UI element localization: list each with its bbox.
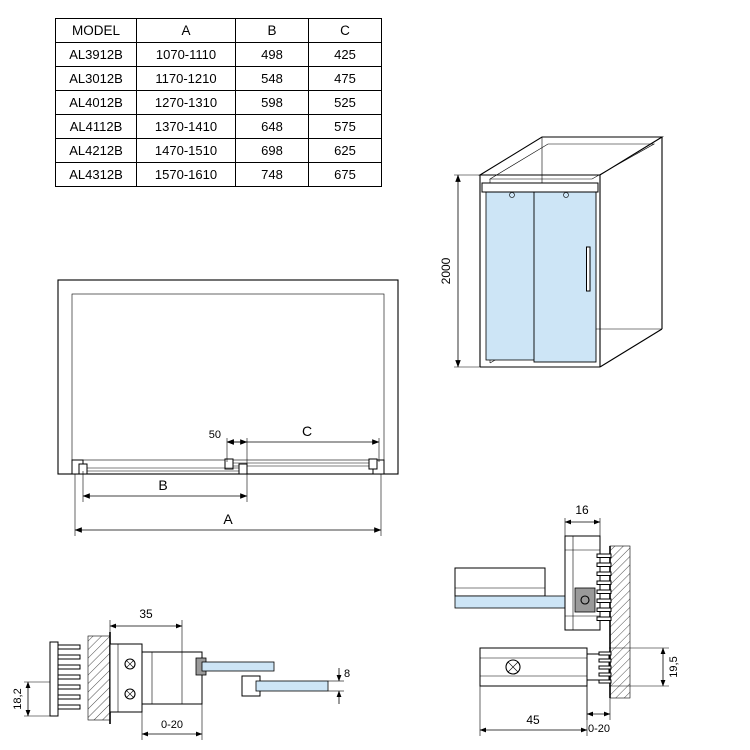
serrated-anchor	[598, 651, 612, 684]
col-header-b: B	[235, 18, 309, 43]
fixed-panel-end-profile	[224, 458, 234, 470]
table-cell: 1570-1610	[136, 162, 236, 187]
top-rail	[481, 182, 599, 193]
table-cell: 1170-1210	[136, 66, 236, 91]
table-cell: 748	[235, 162, 309, 187]
table-row: AL4312B 1570-1610 748 675	[55, 162, 382, 187]
door-plan-section	[71, 458, 385, 475]
plan-view: C 50 B A	[57, 279, 399, 536]
screw	[124, 688, 136, 700]
dim-label-height: 2000	[439, 257, 453, 284]
fixed-glass-section	[201, 661, 275, 672]
col-header-a: A	[136, 18, 236, 43]
table-cell: 698	[235, 138, 309, 163]
table-cell: 648	[235, 114, 309, 139]
roller	[509, 192, 515, 198]
sliding-glass-panel	[533, 191, 597, 363]
table-cell: AL3912B	[55, 42, 137, 67]
model-spec-table: MODEL A B C AL3912B 1070-1110 498 425 AL…	[55, 18, 382, 187]
roller-block	[574, 587, 596, 613]
dim-label-overlap: 50	[209, 429, 221, 441]
wall-section	[49, 632, 111, 724]
col-header-c: C	[308, 18, 382, 43]
top-rail-section	[454, 535, 612, 631]
table-row: AL3912B 1070-1110 498 425	[55, 42, 382, 67]
table-cell: 675	[308, 162, 382, 187]
roller	[563, 192, 569, 198]
adjustable-wall-profile	[479, 647, 612, 687]
col-header-model: MODEL	[55, 18, 137, 43]
table-row: AL4212B 1470-1510 698 625	[55, 138, 382, 163]
glass-section	[454, 595, 574, 609]
dim-label-b: B	[158, 477, 167, 493]
table-cell: 1470-1510	[136, 138, 236, 163]
enclosure-outline	[57, 279, 399, 475]
serrated-anchor	[57, 644, 81, 710]
table-cell: 575	[308, 114, 382, 139]
wall-profile-detail-left: 35 0-20 8 18,2	[12, 607, 350, 740]
table-cell: 1270-1310	[136, 90, 236, 115]
table-header-row: MODEL A B C	[55, 18, 382, 43]
table-row: AL4112B 1370-1410 648 575	[55, 114, 382, 139]
table-cell: AL4212B	[55, 138, 137, 163]
vertical-profile	[564, 535, 601, 631]
dim-label-16: 16	[575, 503, 589, 517]
table-cell: AL4112B	[55, 114, 137, 139]
detail-right-dimensions: 16 19,5 0-20 45	[479, 503, 680, 736]
table-cell: AL4012B	[55, 90, 137, 115]
roller	[580, 595, 590, 605]
glass-clamp-profile	[141, 651, 207, 705]
dim-label-35: 35	[139, 607, 153, 621]
detail-left-dimensions: 35 0-20 8 18,2	[12, 607, 350, 740]
sliding-glass-section	[255, 680, 329, 692]
table-row: AL4012B 1270-1310 598 525	[55, 90, 382, 115]
sliding-panel-end-profile	[238, 463, 248, 475]
table-cell: 425	[308, 42, 382, 67]
table-cell: 475	[308, 66, 382, 91]
door-handle	[586, 246, 591, 292]
table-cell: 1070-1110	[136, 42, 236, 67]
dim-label-0-20: 0-20	[588, 723, 610, 735]
dim-label-19-5: 19,5	[668, 656, 680, 677]
table-row: AL3012B 1170-1210 548 475	[55, 66, 382, 91]
wall-section	[609, 545, 631, 699]
screw	[505, 659, 521, 675]
table-cell: AL4312B	[55, 162, 137, 187]
table-cell: 1370-1410	[136, 114, 236, 139]
table-cell: 625	[308, 138, 382, 163]
dim-label-45: 45	[526, 713, 540, 727]
plan-dimensions: C 50 B A	[74, 423, 382, 536]
height-dimension: 2000	[439, 174, 480, 368]
sliding-door-assembly	[481, 182, 599, 363]
table-cell: 525	[308, 90, 382, 115]
table-cell: 548	[235, 66, 309, 91]
screw	[124, 658, 136, 670]
wall-profile-detail-right: 16 19,5 0-20 45	[454, 503, 680, 736]
isometric-view: 2000	[439, 136, 664, 368]
anchor-profile-spine	[49, 641, 59, 717]
table-cell: 598	[235, 90, 309, 115]
dim-label-c: C	[302, 423, 312, 439]
dim-label-0-20: 0-20	[161, 719, 183, 731]
dim-label-a: A	[223, 511, 233, 527]
dim-label-8: 8	[344, 668, 350, 680]
serrated-anchor	[596, 553, 612, 621]
fixed-glass-panel	[485, 191, 541, 361]
fixed-panel-end-profile	[368, 458, 378, 470]
dim-label-18-2: 18,2	[12, 688, 24, 709]
table-cell: 498	[235, 42, 309, 67]
wall-profile-housing	[109, 643, 143, 713]
table-cell: AL3012B	[55, 66, 137, 91]
